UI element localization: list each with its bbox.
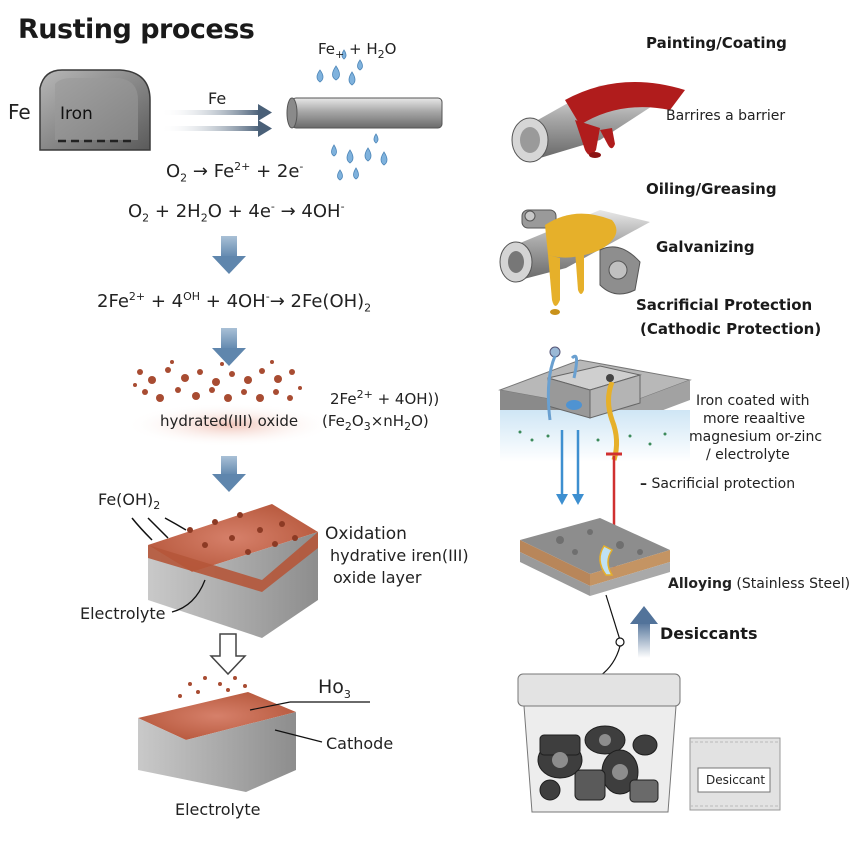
iron-block <box>39 69 151 151</box>
painting-coating-heading: Painting/Coating <box>646 34 787 52</box>
page-title: Rusting process <box>18 14 255 45</box>
sacrificial-cell <box>498 346 692 462</box>
cathode-block <box>138 676 296 792</box>
desiccants-heading: Desiccants <box>660 624 758 643</box>
desiccant-pack-label: Desiccant <box>706 773 766 787</box>
fe-h2o-label: Fe+ + H2O <box>318 40 397 61</box>
feoh2-arrows <box>131 517 187 541</box>
coated-label-4: / electrolyte <box>706 447 790 463</box>
galvanizing-heading: Galvanizing <box>656 238 755 256</box>
arrow-label: Fe <box>208 89 227 108</box>
coated-label-2: more reaaltive <box>703 411 806 427</box>
sacrificial-heading: Sacrificial Protection <box>636 296 813 314</box>
side-equation-2: (Fe2O3×nH2O) <box>322 412 429 433</box>
alloy-slab <box>520 518 670 596</box>
water-droplets <box>316 49 388 181</box>
electron-arrows <box>556 430 584 505</box>
down-arrow-hollow <box>209 633 247 676</box>
oxidation-label: Oxidation <box>325 524 407 544</box>
feoh2-label: Fe(OH)2 <box>98 490 161 513</box>
equation-2: O2 + 2H2O + 4e- → 4OH- <box>128 200 345 225</box>
electrolyte-label-2: Electrolyte <box>175 800 261 819</box>
storage-box <box>517 673 681 813</box>
equation-1: O2 → Fe2+ + 2e- <box>166 160 304 185</box>
oxidation-sub-label-1: hydrative iren(III) <box>330 546 469 565</box>
desiccants-up-arrow <box>630 606 658 658</box>
box-connector <box>599 645 621 677</box>
ho3-pointer <box>249 701 291 711</box>
alloy-connector <box>605 594 621 641</box>
greased-pipe <box>499 209 650 315</box>
electrolyte-label-1: Electrolyte <box>80 604 166 623</box>
iron-to-rod-arrows <box>160 104 272 137</box>
fe-symbol: Fe <box>8 100 31 124</box>
sacrificial-protection-label: – Sacrificial protection <box>640 476 796 492</box>
iron-rod <box>286 97 443 129</box>
coated-label-1: Iron coated with <box>696 393 810 409</box>
painted-pipe <box>511 82 685 163</box>
ho3-label: Ho3 <box>318 676 351 701</box>
down-arrow-3 <box>212 456 246 492</box>
coated-label-3: magnesium or-zinc <box>689 429 823 445</box>
desiccant-pack <box>689 737 781 811</box>
side-equation-1: 2Fe2+ + 4OH)) <box>330 388 440 408</box>
hydrated-oxide-label: hydrated(III) oxide <box>160 412 299 430</box>
oiling-greasing-heading: Oiling/Greasing <box>646 180 777 198</box>
down-arrow-2 <box>212 328 246 366</box>
alloy-connector-node <box>615 637 625 647</box>
rusted-block <box>148 504 318 638</box>
oxidation-sub-label-2: oxide layer <box>333 568 422 587</box>
equation-3: 2Fe2+ + 4OH + 4OH-→ 2Fe(OH)2 <box>97 290 372 315</box>
barrier-label: Barrires a barrier <box>666 108 786 124</box>
iron-block-label: Iron <box>60 104 93 124</box>
cathode-label: Cathode <box>326 734 394 753</box>
electrolyte-pointer-1 <box>171 579 206 613</box>
down-arrow-1 <box>212 236 246 274</box>
cathode-pointer <box>274 729 323 743</box>
rust-particles <box>125 360 335 447</box>
alloying-label: Alloying (Stainless Steel) <box>668 576 850 592</box>
cathodic-heading: (Cathodic Protection) <box>640 320 822 338</box>
